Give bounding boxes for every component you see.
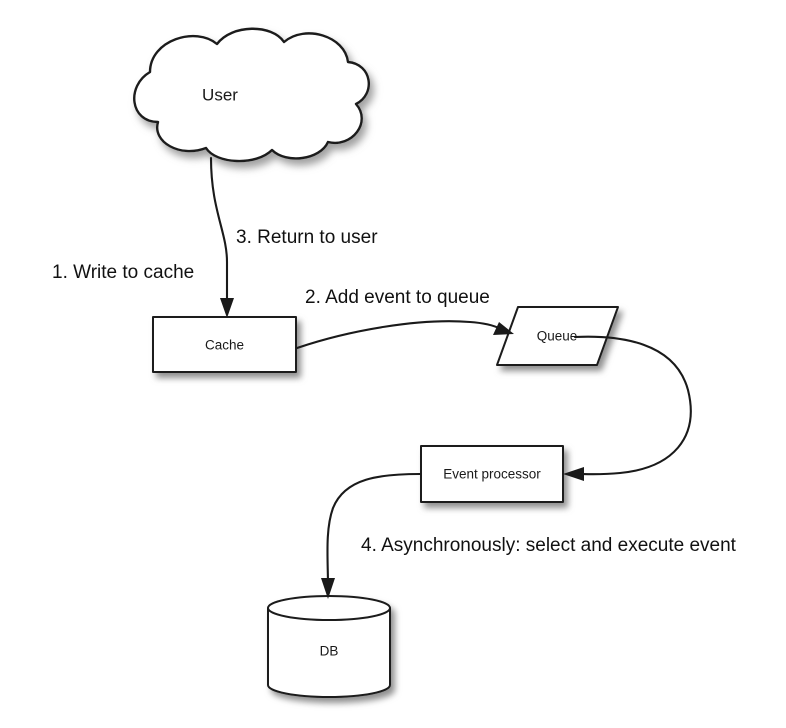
edge-event-processor-to-db[interactable]	[321, 472, 422, 599]
node-user[interactable]: User	[133, 27, 370, 163]
edge-user-to-cache-path	[209, 156, 229, 308]
edge-user-to-cache[interactable]	[209, 156, 234, 318]
node-event-processor-label: Event processor	[443, 467, 541, 482]
db-top-ellipse	[267, 595, 391, 621]
db-body	[267, 607, 391, 698]
node-event-processor[interactable]: Event processor	[420, 445, 564, 503]
edge-event-processor-to-db-path	[326, 472, 422, 588]
edge-queue-to-event-processor[interactable]	[563, 335, 692, 481]
step-label-2: 2. Add event to queue	[305, 287, 490, 308]
edge-cache-to-queue-arrowhead	[493, 322, 514, 335]
edge-cache-to-queue-path	[295, 320, 503, 350]
node-db[interactable]: DB	[267, 595, 391, 698]
edge-queue-to-event-processor-arrowhead	[563, 467, 584, 481]
node-db-label: DB	[320, 644, 339, 659]
event-processor-box	[420, 445, 564, 503]
edge-queue-to-event-processor-path	[573, 335, 692, 476]
node-queue[interactable]: Queue	[496, 306, 619, 366]
step-label-4: 4. Asynchronously: select and execute ev…	[361, 535, 737, 556]
node-cache[interactable]: Cache	[152, 316, 297, 373]
cache-box	[152, 316, 297, 373]
queue-shape	[496, 306, 619, 366]
edge-user-to-cache-arrowhead	[220, 298, 234, 318]
node-user-label: User	[202, 85, 238, 104]
step-label-3: 3. Return to user	[236, 227, 378, 248]
cloud-shape	[133, 27, 370, 163]
node-cache-label: Cache	[205, 338, 244, 353]
node-queue-label: Queue	[537, 329, 578, 344]
edge-event-processor-to-db-arrowhead	[321, 578, 335, 599]
step-label-1: 1. Write to cache	[52, 262, 194, 283]
edge-cache-to-queue[interactable]	[295, 320, 514, 350]
